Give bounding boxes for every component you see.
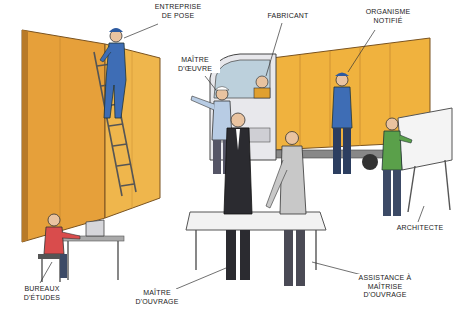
role-label: BUREAUX D'ÉTUDES: [16, 285, 68, 302]
role-label: ARCHITECTE: [392, 224, 448, 233]
role-label: ENTREPRISE DE POSE: [148, 3, 208, 20]
role-label: FABRICANT: [262, 12, 314, 21]
role-label: MAÎTRE D'OUVRAGE: [128, 289, 186, 306]
role-label: ORGANISME NOTIFIÉ: [358, 8, 418, 25]
role-label: MAÎTRE D'ŒUVRE: [170, 56, 220, 73]
role-label: ASSISTANCE À MAÎTRISE D'OUVRAGE: [350, 274, 420, 300]
